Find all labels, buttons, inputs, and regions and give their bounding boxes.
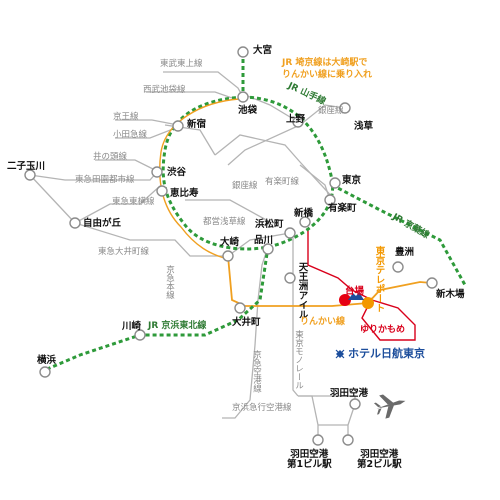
station-ueno[interactable]: 上野 bbox=[286, 114, 306, 125]
line-label-odakyu: 小田急線 bbox=[113, 130, 148, 140]
dot-toyosu bbox=[392, 261, 404, 273]
dot-osaki bbox=[222, 250, 234, 262]
dot-ueno bbox=[292, 116, 304, 128]
station-haneda-t1[interactable]: 羽田空港 第1ビル駅 bbox=[287, 449, 332, 470]
station-ikebukuro[interactable]: 池袋 bbox=[238, 105, 258, 116]
line-asakusa bbox=[227, 232, 291, 257]
line-label-toyoko: 東急東横線 bbox=[112, 197, 155, 207]
station-jiyugaoka[interactable]: 自由が丘 bbox=[83, 218, 122, 229]
line-label-jr-keihin-tohoku: JR 京浜東北線 bbox=[148, 321, 207, 331]
dot-shinkiba bbox=[426, 277, 438, 289]
station-dots bbox=[24, 46, 438, 446]
station-tokyo-teleport[interactable]: 東京テレポート bbox=[373, 246, 385, 313]
line-label-keikyu-airport: 京急空港線 bbox=[251, 350, 262, 393]
line-label-seibu: 西武池袋線 bbox=[143, 85, 186, 95]
station-yokohama[interactable]: 横浜 bbox=[37, 355, 57, 366]
daiba-marker[interactable] bbox=[339, 294, 351, 306]
line-hibiya bbox=[185, 199, 271, 223]
line-futako-jiyugaoka bbox=[29, 174, 76, 224]
line-yurikamome bbox=[307, 228, 416, 341]
line-monorail bbox=[292, 238, 299, 397]
station-hamamatsucho[interactable]: 浜松町 bbox=[255, 219, 284, 230]
dot-tennozu bbox=[284, 272, 296, 284]
station-shibuya[interactable]: 渋谷 bbox=[167, 167, 187, 178]
dot-haneda bbox=[349, 398, 361, 410]
dot-futako bbox=[24, 169, 36, 181]
dot-shinagawa bbox=[262, 243, 274, 255]
line-label-ginza: 銀座線 bbox=[318, 106, 344, 116]
hotel-logo-icon bbox=[335, 349, 345, 359]
dot-shinbashi bbox=[299, 216, 311, 228]
line-label-toei-asakusa: 都営浅草線 bbox=[203, 217, 246, 227]
line-label-yurakucho: 有楽町線 bbox=[265, 177, 300, 187]
station-daiba[interactable]: 台場 bbox=[345, 286, 365, 297]
line-label-yurikamome: ゆりかもめ bbox=[360, 325, 406, 335]
dot-jiyugaoka bbox=[69, 217, 81, 229]
station-oimachi[interactable]: 大井町 bbox=[232, 317, 261, 328]
station-haneda-t2[interactable]: 羽田空港 第2ビル駅 bbox=[357, 449, 402, 470]
line-label-tobu-tojo: 東武東上線 bbox=[160, 59, 203, 69]
station-futakotamagawa[interactable]: 二子玉川 bbox=[7, 161, 46, 172]
dot-haneda-t1 bbox=[312, 434, 324, 446]
line-ginza2 bbox=[299, 164, 331, 201]
line-odakyu bbox=[115, 126, 179, 139]
line-toyoko bbox=[74, 185, 161, 224]
line-label-rinkai: りんかい線 bbox=[300, 317, 346, 327]
station-ebisu[interactable]: 恵比寿 bbox=[170, 188, 199, 199]
line-oimachi bbox=[74, 222, 228, 257]
dot-shibuya bbox=[151, 166, 163, 178]
station-tokyo[interactable]: 東京 bbox=[342, 175, 362, 186]
station-osaki[interactable]: 大崎 bbox=[220, 237, 240, 248]
airplane-icon bbox=[373, 394, 406, 419]
station-kawasaki[interactable]: 川崎 bbox=[122, 321, 142, 332]
line-label-keio: 京王線 bbox=[113, 112, 139, 122]
dot-oimachi bbox=[234, 302, 246, 314]
dot-hamamatsucho bbox=[284, 227, 296, 239]
line-label-denentoshi: 東急田園都市線 bbox=[75, 175, 135, 185]
line-label-inokashira: 井の頭線 bbox=[93, 152, 128, 162]
line-label-monorail: 東京モノレール bbox=[293, 330, 304, 390]
station-shinagawa[interactable]: 品川 bbox=[254, 235, 274, 246]
dot-asakusa bbox=[339, 102, 351, 114]
dot-ebisu bbox=[156, 185, 168, 197]
dot-kawasaki bbox=[134, 329, 146, 341]
station-tennozu-isle[interactable]: 天王洲アイル bbox=[296, 262, 308, 319]
line-jr-keiyo bbox=[331, 183, 467, 286]
dot-yokohama bbox=[39, 366, 51, 378]
line-label-ginza-upper: 銀座線 bbox=[232, 181, 258, 191]
station-omiya[interactable]: 大宮 bbox=[253, 45, 273, 56]
line-jr-yamanote bbox=[161, 95, 335, 251]
line-saikyo-orange bbox=[159, 98, 240, 259]
dot-ikebukuro bbox=[237, 91, 249, 103]
station-shinbashi[interactable]: 新橋 bbox=[294, 208, 314, 219]
line-label-keikyu-airport2: 京浜急行空港線 bbox=[232, 403, 292, 413]
station-haneda-airport[interactable]: 羽田空港 bbox=[330, 388, 369, 399]
dot-tokyo bbox=[329, 177, 341, 189]
line-inokashira bbox=[95, 159, 158, 172]
saikyo-note: JR 埼京線は大崎駅で りんかい線に乗り入れ bbox=[282, 58, 373, 80]
line-seibu bbox=[146, 91, 233, 99]
station-toyosu[interactable]: 豊洲 bbox=[395, 247, 415, 258]
dot-yurakucho bbox=[324, 194, 336, 206]
line-keikyu bbox=[222, 246, 269, 419]
station-shinkiba[interactable]: 新木場 bbox=[436, 289, 465, 300]
dot-omiya bbox=[237, 46, 249, 58]
dot-shinjuku bbox=[172, 120, 184, 132]
line-keio bbox=[115, 119, 179, 126]
station-shinjuku[interactable]: 新宿 bbox=[187, 119, 207, 130]
station-yurakucho[interactable]: 有楽町 bbox=[328, 203, 357, 214]
line-jr-keihin bbox=[44, 246, 270, 372]
station-asakusa[interactable]: 浅草 bbox=[354, 121, 374, 132]
hotel-building-icon bbox=[348, 292, 364, 300]
line-label-keikyu: 京急本線 bbox=[164, 265, 175, 299]
telepo-marker[interactable] bbox=[362, 297, 374, 309]
dot-haneda-t2 bbox=[342, 434, 354, 446]
line-label-oimachi: 東急大井町線 bbox=[98, 247, 150, 257]
line-airport-t bbox=[298, 395, 319, 440]
hotel-name[interactable]: ホテル日航東京 bbox=[348, 347, 425, 360]
